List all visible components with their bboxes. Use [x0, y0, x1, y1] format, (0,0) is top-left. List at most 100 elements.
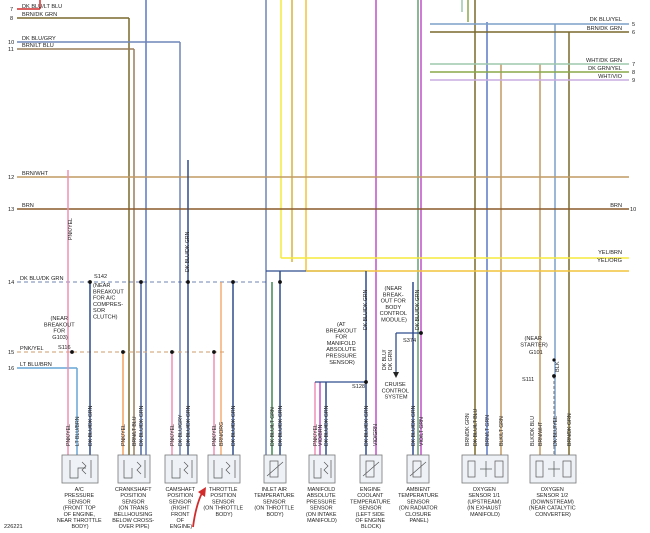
sensor-manifold-absolute-pressure [308, 454, 336, 484]
wire-label-r8: DK GRN/YEL [588, 66, 622, 72]
wire-num-r9: 9 [632, 78, 635, 84]
wire-num-r8: 8 [632, 70, 635, 76]
conn-wire-label: BRN/WHT [538, 421, 544, 446]
sensor-oxygen-1-2 [529, 454, 577, 484]
top-vertical-wires [39, 0, 570, 455]
splice-s128: S128 [352, 384, 365, 390]
wire-label-l7: DK BLU/LT BLU [22, 4, 62, 10]
wire-label-yel-brn: YEL/BRN [598, 250, 622, 256]
splice-s111: S111 [522, 377, 534, 383]
wire-num-r5: 5 [632, 22, 635, 28]
sensor-oxygen-1-1 [461, 454, 509, 484]
wire-num-l12: 12 [8, 175, 14, 181]
vlabel-dkblu-dkgrn-1: DK BLU/DK GRN [185, 231, 191, 272]
splice-s374: S374 [403, 338, 416, 344]
wire-num-l15: 15 [8, 350, 14, 356]
vlabel-dkblu-dkgrn-3: DK BLU/DK GRN [415, 289, 421, 330]
wire-num-l11: 11 [8, 47, 14, 53]
note-g101: (NEAR STARTER) [520, 336, 548, 348]
wire-num-r10: 10 [630, 207, 636, 213]
splice-labels: S142 S116 S128 S374 G101 S111 BLK [58, 274, 561, 390]
conn-wire-label: DK BLU/DK GRN [88, 405, 94, 446]
wire-label-r6: BRN/DK GRN [587, 26, 622, 32]
sensor-ambient-temp [406, 454, 430, 484]
conn-wire-label: PNK/YEL [313, 424, 319, 446]
conn-wire-label: VIO/GRN [373, 424, 379, 446]
conn-wire-label: BRN/DK GRN [567, 413, 573, 446]
note-s116: (NEAR BREAKOUT FOR G103) [44, 316, 76, 341]
caption-o2-1-2: OXYGEN SENSOR 1/2 (DOWNSTREAM) (NEAR CAT… [529, 487, 577, 518]
conn-wire-label: DK BLU/DK GRN [231, 405, 237, 446]
conn-wire-label: BRN/LT GRN [485, 415, 491, 446]
arrows [192, 372, 399, 528]
wire-num-r6: 6 [632, 30, 635, 36]
right-wire-numbers: 5 6 7 8 9 10 [630, 22, 636, 213]
wire-num-l16: 16 [8, 366, 14, 372]
conn-wire-label: BRN/LT BLU [132, 416, 138, 446]
caption-camshaft: CAMSHAFT POSITION SENSOR (RIGHT FRONT OF… [165, 487, 196, 530]
cruise-control-label: CRUISE CONTROL SYSTEM [382, 382, 411, 401]
caption-map: MANIFOLD ABSOLUTE PRESSURE SENSOR (ON IN… [306, 487, 338, 524]
left-wire-labels: DK BLU/LT BLU BRN/DK GRN DK BLU/GRY BRN/… [20, 4, 64, 368]
caption-ac-pressure: A/C PRESSURE SENSOR (FRONT TOP OF ENGINE… [57, 487, 103, 530]
splice-notes: (NEAR BREAKOUT FOR A/C COMPRES- SOR CLUT… [44, 283, 548, 401]
conn-wire-label: DK BLU/YEL [553, 416, 559, 446]
caption-ambient: AMBIENT TEMPERATURE SENSOR (ON RADIATOR … [398, 487, 440, 524]
conn-wire-label: DK BLU/DK GRN [139, 405, 145, 446]
wire-label-l8: BRN/DK GRN [22, 12, 57, 18]
sensor-ac-pressure [61, 454, 99, 484]
note-s374: (NEAR BREAK- OUT FOR BODY CONTROL MODULE… [380, 286, 409, 324]
wire-label-r9: WHT/VIO [598, 74, 623, 80]
sensor-engine-coolant-temp [359, 454, 383, 484]
wire-num-l14: 14 [8, 280, 14, 286]
wire-label-yel-org: YEL/ORG [597, 258, 622, 264]
caption-throttle: THROTTLE POSITION SENSOR (ON THROTTLE BO… [203, 487, 244, 518]
conn-wire-label: VIO/LT GRN [419, 417, 425, 446]
wire-label-l10: DK BLU/GRY [22, 36, 56, 42]
conn-wire-label: BRN/ORG [219, 422, 225, 446]
conn-wire-label: DK BLU/LT BLU [473, 408, 479, 446]
sensor-vertical-wires [67, 160, 555, 455]
vlabel-pnk-yel: PNK/YEL [68, 218, 74, 240]
sensor-crankshaft-position [117, 454, 151, 484]
conn-wire-label: PNK/YEL [170, 424, 176, 446]
note-s128: (AT BREAKOUT FOR MANIFOLD ABSOLUTE PRESS… [326, 322, 358, 366]
figure-id: 226221 [4, 524, 23, 530]
caption-inlet-air: INLET AIR TEMPERATURE SENSOR (ON THROTTL… [254, 487, 296, 518]
caption-ect: ENGINE COOLANT TEMPERATURE SENSOR (LEFT … [350, 487, 392, 530]
vlabel-dkblu-dkgrn-2: DK BLU/DK GRN [363, 289, 369, 330]
wire-num-l13: 13 [8, 207, 14, 213]
sensor-throttle-position [207, 454, 241, 484]
wire-num-l8: 8 [10, 16, 13, 22]
conn-wire-label: DK BLU/DK GRN [278, 405, 284, 446]
wire-label-l11: BRN/LT BLU [22, 43, 54, 49]
caption-crankshaft: CRANKSHAFT POSITION SENSOR (ON TRANS BEL… [112, 487, 155, 530]
note-s142: (NEAR BREAKOUT FOR A/C COMPRES- SOR CLUT… [93, 283, 125, 321]
wire-label-r10: BRN [610, 203, 622, 209]
conn-wire-label: DK BLU/GRY [178, 414, 184, 446]
conn-wire-label: DK BLU/DK GRN [364, 405, 370, 446]
conn-wire-label: DK BLU/DK GRN [324, 405, 330, 446]
sensor-boxes [61, 454, 577, 484]
conn-wire-label: BLK/LT GRN [499, 416, 505, 446]
left-wire-numbers: 7 8 10 11 12 13 14 15 16 [8, 7, 14, 372]
wire-num-r7: 7 [632, 62, 635, 68]
wire-num-l7: 7 [10, 7, 13, 13]
vertical-wire-labels: PNK/YEL DK BLU/DK GRN DK BLU/DK GRN DK B… [68, 218, 421, 370]
conn-wire-label: VIO/BRN [318, 424, 324, 446]
conn-wire-label: BRN/DK GRN [465, 413, 471, 446]
right-wire-labels: DK BLU/YEL BRN/DK GRN WHT/DK GRN DK GRN/… [586, 17, 623, 264]
conn-wire-label: DK BLU/DK GRN [411, 405, 417, 446]
wire-label-l16: LT BLU/BRN [20, 362, 52, 368]
conn-wire-label: PNK/YEL [212, 424, 218, 446]
splice-g101: G101 [529, 350, 543, 356]
conn-wire-label: LT BLU/BRN [75, 416, 81, 446]
sensor-captions: A/C PRESSURE SENSOR (FRONT TOP OF ENGINE… [57, 487, 577, 530]
wire-label-l13: BRN [22, 203, 34, 209]
sensor-camshaft-position [164, 454, 198, 484]
blk-label: BLK [555, 361, 561, 372]
conn-wire-label: DK BLU/DK GRN [186, 405, 192, 446]
caption-o2-1-1: OXYGEN SENSOR 1/1 (UPSTREAM) (IN EXHAUST… [467, 487, 503, 518]
vlabel-dkgrn: DK GRN [388, 350, 394, 370]
wire-label-l14: DK BLU/DK GRN [20, 276, 64, 282]
